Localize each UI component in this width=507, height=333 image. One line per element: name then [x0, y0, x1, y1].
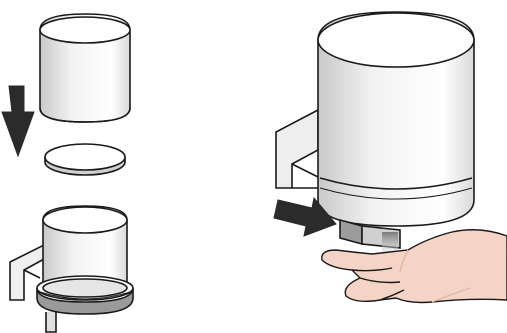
container-body — [40, 14, 130, 122]
step-dispense — [274, 12, 507, 303]
down-arrow-icon — [2, 86, 34, 156]
step-attach-base — [10, 206, 133, 332]
step-remove-cap — [2, 14, 130, 175]
cap-disc — [45, 144, 125, 175]
dispenser-body — [318, 12, 474, 226]
base-ring — [37, 276, 133, 314]
